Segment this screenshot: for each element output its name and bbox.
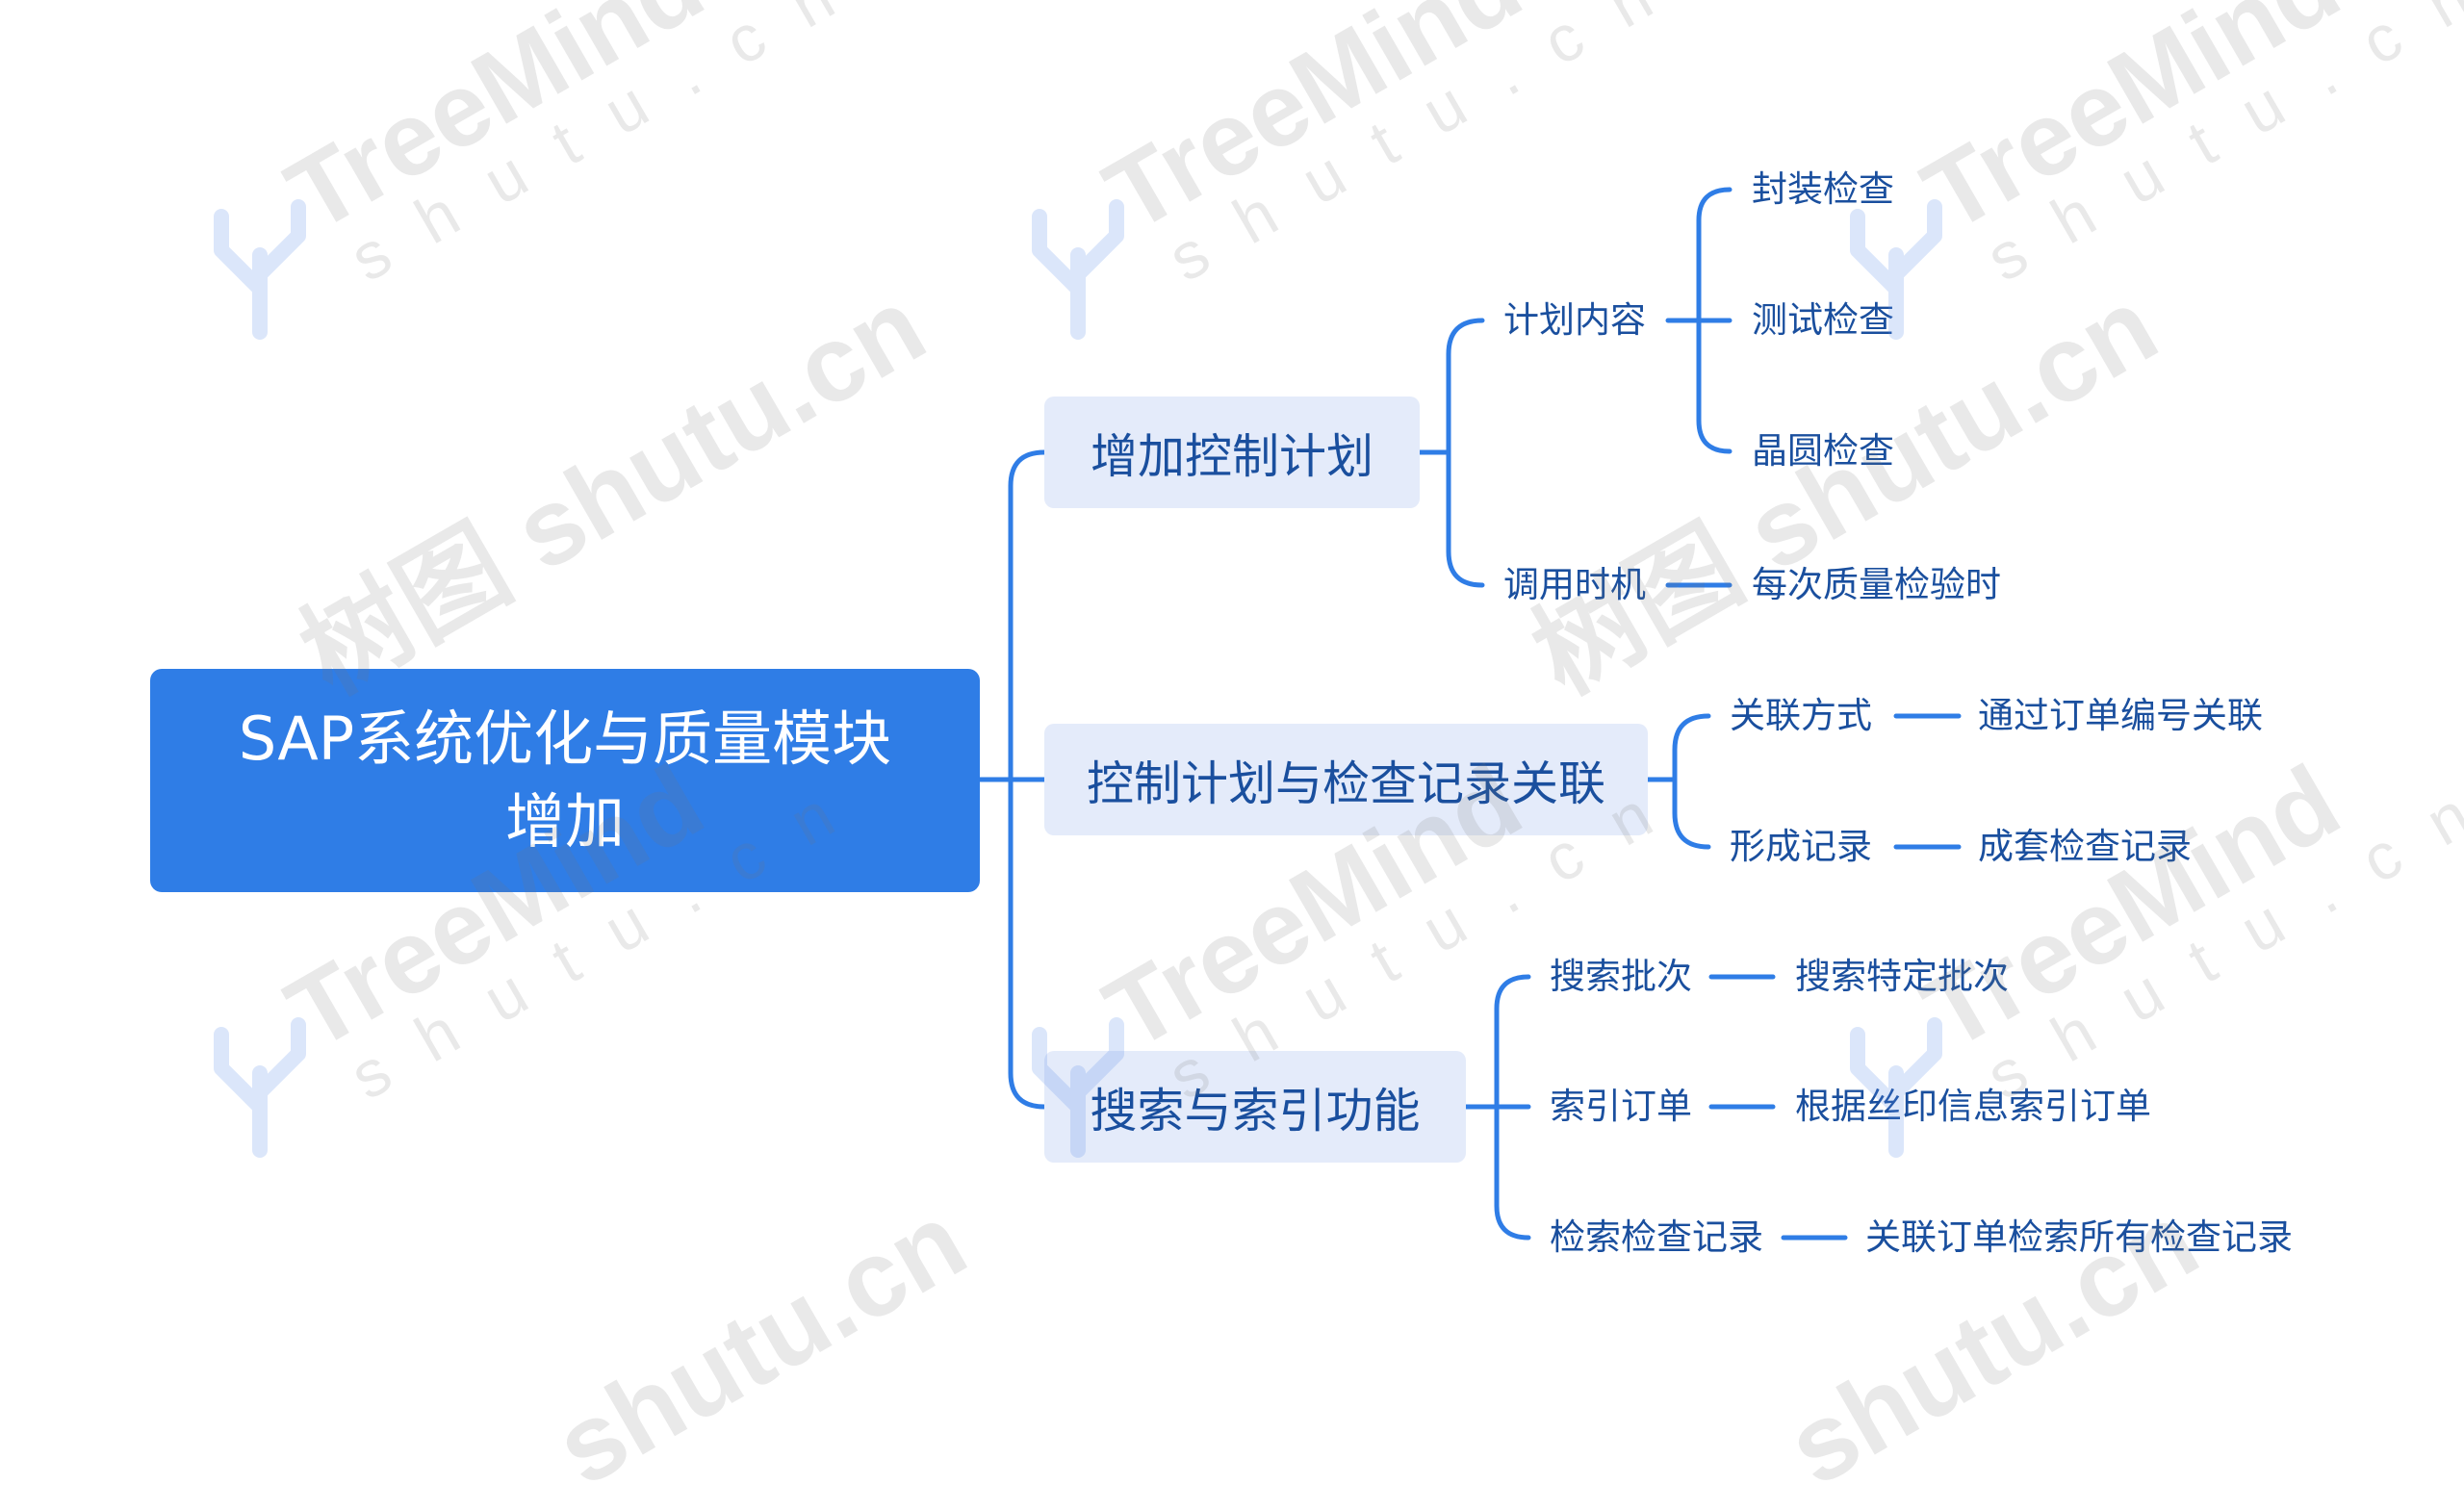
leaf-index-by-silkscreen[interactable]: 根据丝印信息索引订单 — [1795, 1086, 2151, 1127]
connector-lines — [977, 187, 1962, 1241]
subtopic-plan-content[interactable]: 计划内容 — [1503, 299, 1646, 341]
leaf-full-record[interactable]: 成套检查记录 — [1978, 826, 2192, 867]
leaf-package-check[interactable]: 封装检查 — [1752, 168, 1894, 210]
branch-control-plan[interactable]: 增加控制计划 — [1044, 397, 1420, 508]
subtopic-search-batch[interactable]: 搜索批次 — [1550, 956, 1692, 997]
leaf-wafer-check[interactable]: 晶圆检查 — [1752, 430, 1894, 472]
leaf-test-check[interactable]: 测试检查 — [1752, 299, 1894, 341]
connector-b2-trunk — [1672, 713, 1711, 850]
root-label: SAP系统优化与质量模块增加 — [238, 704, 892, 857]
branch-search-index[interactable]: 搜索与索引功能 — [1044, 1051, 1466, 1163]
mind-map-canvas: SAP系统优化与质量模块增加 增加控制计划 计划内容 封装检查 测试检查 晶圆检… — [150, 0, 2464, 1508]
branch-label: 增加控制计划 — [1090, 428, 1373, 484]
leaf-link-by-order[interactable]: 通过订单编号关联 — [1978, 695, 2263, 736]
root-node[interactable]: SAP系统优化与质量模块增加 — [150, 669, 980, 892]
subtopic-index-order[interactable]: 索引订单 — [1550, 1086, 1692, 1127]
subtopic-link-method[interactable]: 关联方式 — [1730, 695, 1872, 736]
leaf-retrieve-all-records[interactable]: 关联订单检索所有检查记录 — [1865, 1216, 2293, 1258]
subtopic-retrieve-records[interactable]: 检索检查记录 — [1550, 1216, 1763, 1258]
connector-b1-trunk — [1446, 318, 1485, 588]
branch-plan-record-link[interactable]: 控制计划与检查记录关联 — [1044, 724, 1648, 835]
branch-label: 控制计划与检查记录关联 — [1086, 755, 1605, 811]
leaf-each-inspection[interactable]: 每次质量检验时 — [1752, 564, 2001, 605]
subtopic-call-timing[interactable]: 调用时机 — [1503, 564, 1646, 605]
branch-label: 搜索与索引功能 — [1090, 1083, 1421, 1139]
leaf-search-specific-batch[interactable]: 搜索特定批次 — [1795, 956, 2009, 997]
subtopic-form-record[interactable]: 形成记录 — [1730, 826, 1872, 867]
